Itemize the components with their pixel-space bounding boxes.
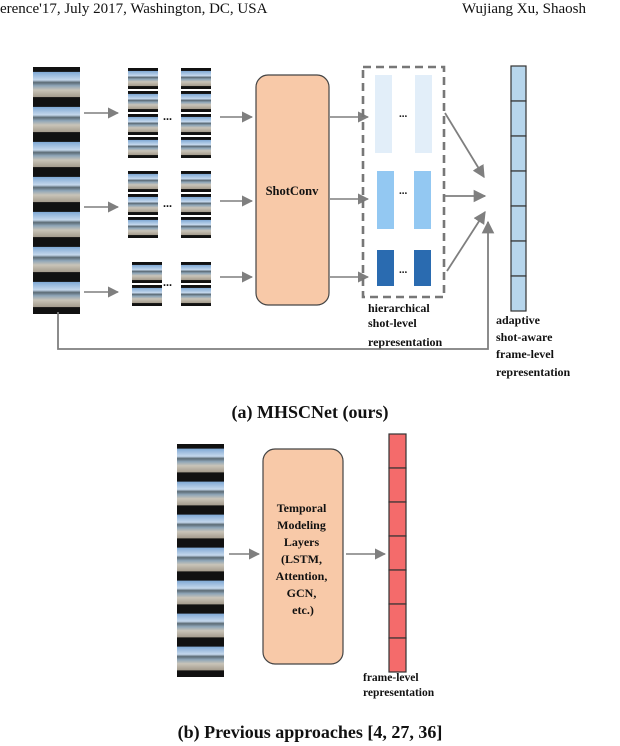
caption-b: (b) Previous approaches [4, 27, 36] <box>178 722 443 743</box>
frame-level-vector <box>510 65 527 312</box>
shotconv-module <box>255 74 330 306</box>
vector-cell <box>388 569 407 605</box>
frame-thumbnail <box>181 70 211 87</box>
frame-thumbnail <box>181 93 211 110</box>
vector-cell <box>510 275 527 312</box>
vector-cell <box>388 637 407 673</box>
frame-thumbnail <box>177 514 224 539</box>
frame-thumbnail <box>177 448 224 473</box>
vector-cell <box>510 240 527 277</box>
vector-cell <box>388 603 407 639</box>
shot-feature-dark <box>414 250 431 286</box>
shotconv-label: ShotConv <box>266 184 320 198</box>
frame-thumbnail <box>33 71 80 98</box>
frame-thumbnail <box>128 196 158 213</box>
output-label: adaptive shot-aware frame-level represen… <box>496 313 571 379</box>
vector-cell <box>388 535 407 571</box>
frame-border <box>33 312 80 314</box>
output-label: frame-level representation <box>363 672 435 699</box>
arrows-strip-to-shots <box>84 107 120 298</box>
vector-cell <box>510 100 527 137</box>
frame-thumbnail <box>181 287 211 304</box>
shot-feature-mid <box>377 171 394 229</box>
ellipsis: ... <box>399 185 408 197</box>
ellipsis-labels: ... ... ... <box>163 109 172 289</box>
temporal-modeling-module <box>262 448 344 665</box>
hierarchical-label: hierarchical shot-level representation <box>368 301 443 349</box>
ellipsis: ... <box>399 264 408 276</box>
temporal-modeling-label: Temporal Modeling Layers (LSTM, Attentio… <box>276 501 331 617</box>
frame-thumbnail <box>132 287 162 304</box>
frame-thumbnail <box>177 481 224 506</box>
shot-feature-light <box>375 75 392 153</box>
vector-cell <box>510 170 527 207</box>
vector-cell <box>510 205 527 242</box>
shot-feature-mid <box>414 171 431 229</box>
ellipsis: ... <box>163 275 172 289</box>
frame-thumbnail <box>181 139 211 156</box>
frame-thumbnail <box>128 70 158 87</box>
frame-thumbnail <box>33 281 80 308</box>
frame-level-vector <box>388 433 407 673</box>
frame-thumbnail <box>177 580 224 605</box>
vector-cell <box>388 501 407 537</box>
caption-a: (a) MHSCNet (ours) <box>232 402 389 423</box>
frame-thumbnail <box>132 264 162 281</box>
diagram-a: ... ... ... ShotConv <box>33 65 571 423</box>
frame-thumbnail <box>33 106 80 133</box>
vector-cell <box>510 65 527 102</box>
arrow <box>444 112 485 179</box>
hierarchical-box <box>361 65 446 299</box>
shot-feature-dark <box>377 250 394 286</box>
frame-thumbnail <box>181 196 211 213</box>
frame-thumbnail <box>33 211 80 238</box>
frame-thumbnail <box>33 246 80 273</box>
ellipsis: ... <box>163 109 172 123</box>
frame-thumbnail <box>128 219 158 236</box>
video-frame-strip <box>33 67 80 314</box>
skip-connection-arrow <box>57 220 495 350</box>
running-header-right: Wujiang Xu, Shaosh <box>462 1 586 17</box>
frame-thumbnail <box>128 173 158 190</box>
arrows-shotconv-to-hier <box>330 111 370 283</box>
vector-cell <box>510 135 527 172</box>
ellipsis: ... <box>399 108 408 120</box>
running-header-left: erence'17, July 2017, Washington, DC, US… <box>0 1 268 17</box>
ellipsis: ... <box>163 196 172 210</box>
frame-thumbnail <box>181 264 211 281</box>
frame-thumbnail <box>128 93 158 110</box>
frame-thumbnail <box>177 646 224 671</box>
frame-border <box>177 675 224 677</box>
vector-cell <box>388 467 407 503</box>
frame-thumbnail <box>181 116 211 133</box>
frame-thumbnail <box>181 173 211 190</box>
shot-feature-light <box>415 75 432 153</box>
shot-groups <box>128 68 211 306</box>
frame-thumbnail <box>33 141 80 168</box>
arrows-hier-to-output <box>57 112 495 350</box>
diagram-b: Temporal Modeling Layers (LSTM, Attentio… <box>177 433 443 743</box>
frame-thumbnail <box>128 116 158 133</box>
vector-cell <box>388 433 407 469</box>
arrow <box>446 210 486 272</box>
arrows-shots-to-shotconv <box>220 111 254 283</box>
frame-thumbnail <box>177 613 224 638</box>
frame-thumbnail <box>128 139 158 156</box>
frame-thumbnail <box>181 219 211 236</box>
frame-thumbnail <box>177 547 224 572</box>
frame-thumbnail <box>33 176 80 203</box>
video-frame-strip <box>177 444 224 677</box>
